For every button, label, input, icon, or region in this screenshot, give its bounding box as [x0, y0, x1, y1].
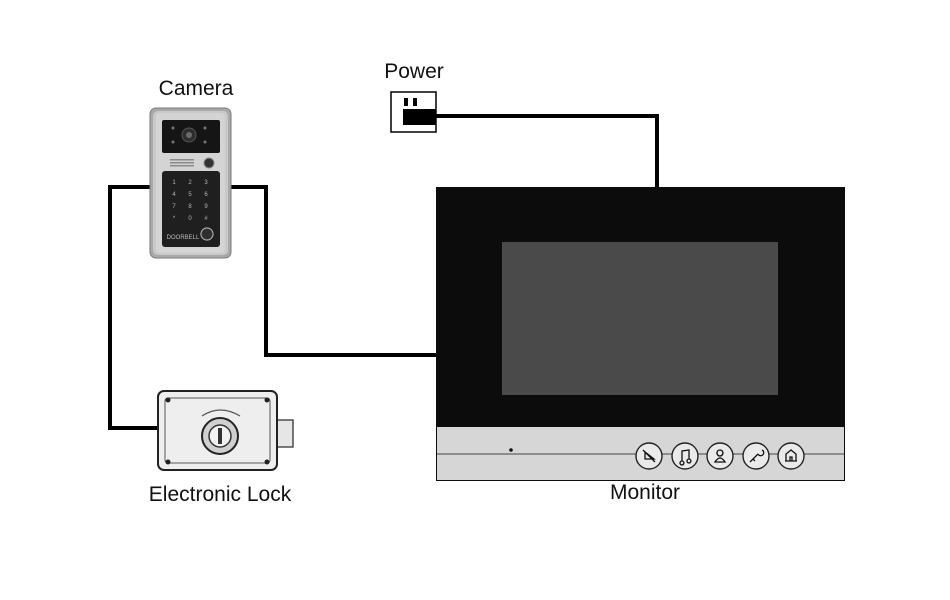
monitor-mic-icon [509, 448, 513, 452]
monitor-screen [502, 242, 778, 395]
wire-power-monitor [436, 114, 659, 190]
keypad-key: 8 [188, 204, 192, 210]
monitor-button-door [777, 442, 805, 470]
door-icon [785, 449, 797, 462]
lock-bolt [275, 419, 294, 448]
keypad-key: * [173, 216, 176, 222]
keypad-key: 5 [188, 192, 192, 198]
wire-camera-lock [108, 185, 160, 430]
keypad-key: 9 [204, 204, 208, 210]
keypad-key: 1 [172, 180, 176, 186]
camera-keypad-keys: 1 2 3 4 5 6 7 8 9 * 0 # [172, 180, 208, 222]
monitor-buttons [635, 442, 805, 470]
power-label: Power [384, 60, 444, 83]
fingerprint-icon [200, 227, 214, 241]
monitor-button-mute [635, 442, 663, 470]
keypad-key: 6 [204, 192, 208, 198]
power-adapter [390, 91, 437, 133]
wire-camera-monitor [230, 185, 438, 357]
user-icon [713, 449, 727, 463]
keypad-key: 7 [172, 204, 176, 210]
lock-label: Electronic Lock [148, 483, 292, 506]
camera-label: Camera [158, 77, 234, 100]
camera-brand-text: DOORBELL [167, 235, 200, 241]
electronic-lock [157, 390, 294, 471]
keypad-key: # [204, 216, 208, 222]
mute-icon [642, 449, 656, 463]
music-note-icon [679, 449, 692, 466]
camera-unit: 1 2 3 4 5 6 7 8 9 * 0 # DOORBELL [149, 107, 232, 259]
camera-call-button [203, 157, 215, 169]
keypad-key: 2 [188, 180, 192, 186]
monitor-label: Monitor [609, 481, 681, 504]
monitor-unit [436, 187, 845, 481]
keypad-key: 3 [204, 180, 208, 186]
key-icon [749, 449, 765, 463]
monitor-button-user [706, 442, 734, 470]
monitor-button-key [742, 442, 770, 470]
wires [108, 114, 659, 430]
keypad-key: 0 [188, 216, 192, 222]
keypad-key: 4 [172, 192, 176, 198]
monitor-button-music-note [671, 442, 699, 470]
